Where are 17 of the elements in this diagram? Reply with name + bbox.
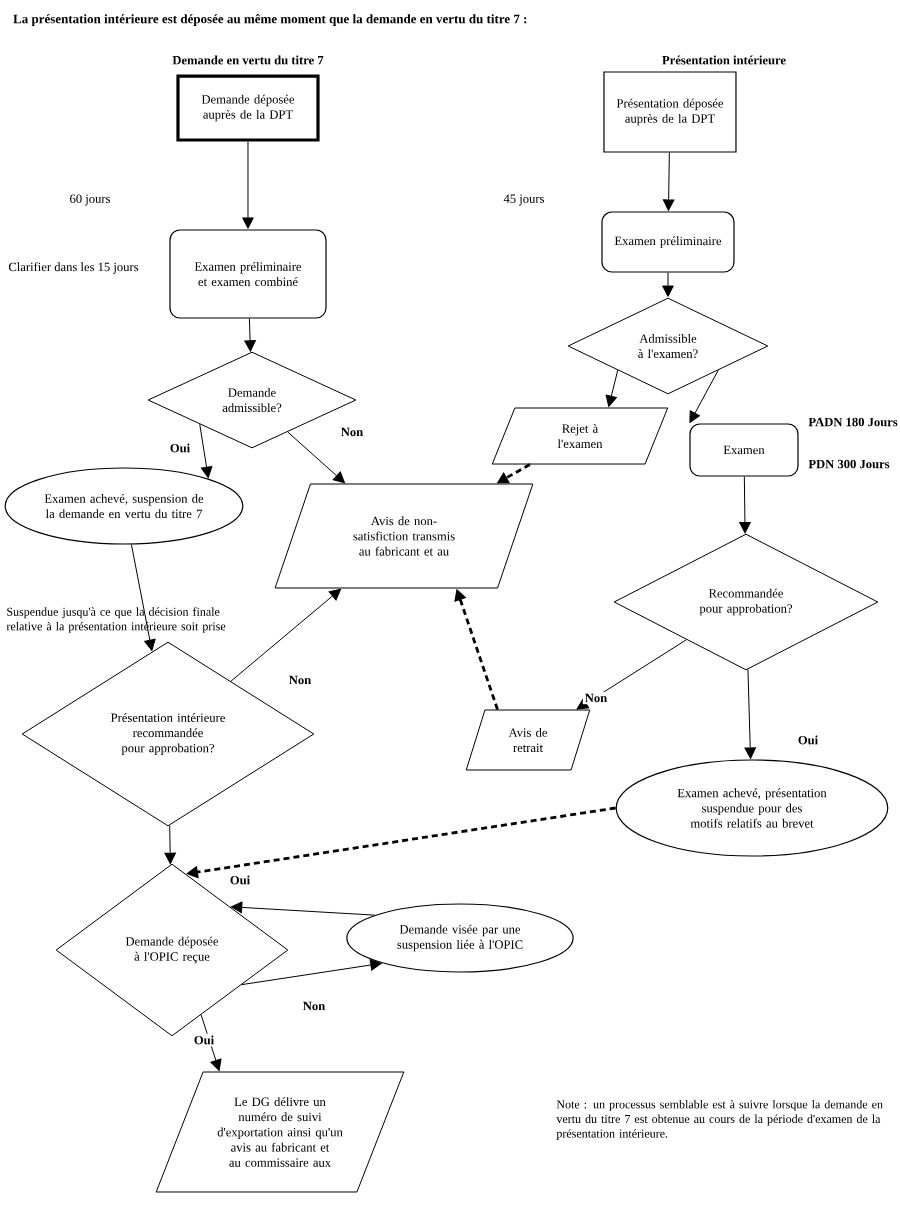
arrow xyxy=(241,959,382,986)
arrow xyxy=(199,423,213,479)
arrow xyxy=(689,369,719,423)
arrow xyxy=(244,318,256,352)
arrow xyxy=(744,669,757,759)
arrow xyxy=(230,901,376,916)
arrow xyxy=(130,544,156,651)
arrow xyxy=(200,1014,222,1071)
arrow xyxy=(242,141,254,229)
arrow xyxy=(287,431,345,484)
arrow xyxy=(605,369,619,407)
arrow xyxy=(164,824,176,865)
arrow xyxy=(662,272,674,297)
arrow xyxy=(576,639,687,710)
arrow xyxy=(662,152,675,211)
arrow xyxy=(230,588,342,682)
arrow xyxy=(739,476,751,534)
